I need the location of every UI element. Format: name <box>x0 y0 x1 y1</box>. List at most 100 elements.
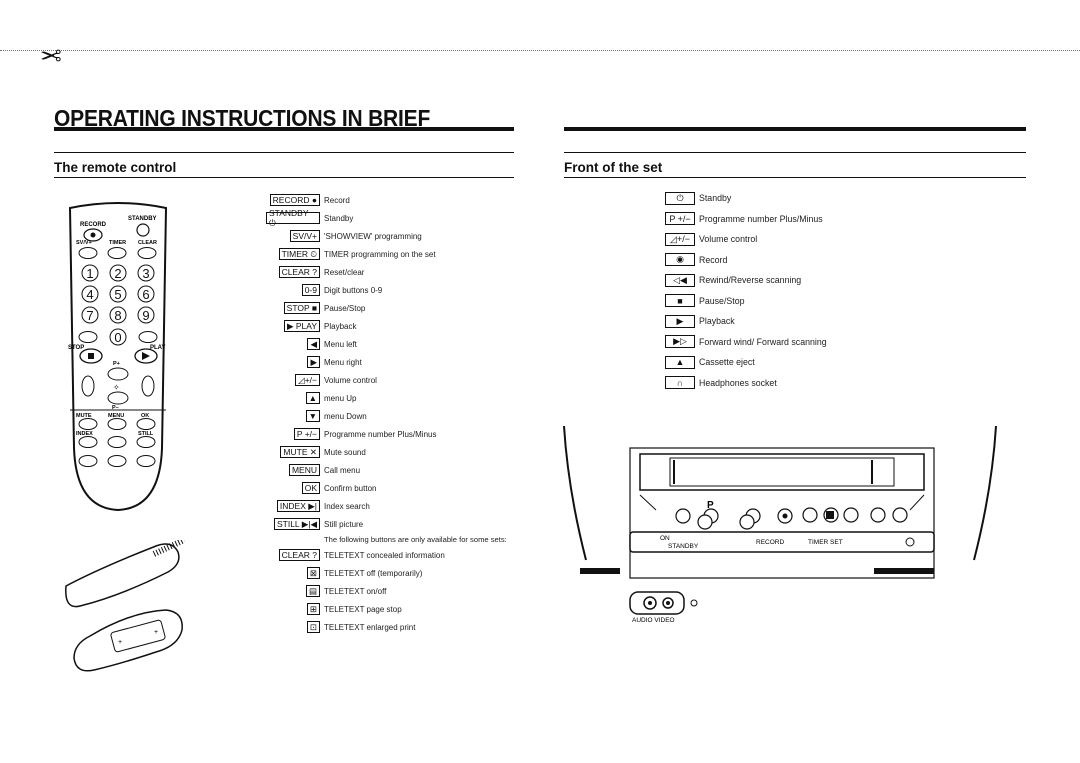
set-headphone-socket[interactable] <box>905 537 915 547</box>
front-key-label: ▶ <box>665 314 695 328</box>
remote-key-label: ▶ PLAY <box>283 320 320 332</box>
remote-key-row: ▶Menu right <box>266 353 516 371</box>
remote-key-cell: RECORD ● <box>266 194 320 206</box>
front-key-description: Standby <box>699 193 732 204</box>
remote-clear-button[interactable] <box>137 247 157 259</box>
remote-key-description: menu Down <box>324 411 367 421</box>
remote-teletext-button[interactable] <box>78 455 98 467</box>
front-key-label: ■ <box>665 294 695 308</box>
remote-ok-button[interactable] <box>136 418 156 430</box>
remote-key-description: TELETEXT concealed information <box>324 550 445 560</box>
section-rule-top-right <box>564 152 1026 153</box>
front-key-label: ◉ <box>665 253 695 267</box>
remote-key-description: Index search <box>324 501 370 511</box>
front-key-label: ▶▷ <box>665 335 695 349</box>
front-key-row: ▶▷Forward wind/ Forward scanning <box>650 332 910 353</box>
remote-down-button[interactable] <box>107 391 129 405</box>
remote-digit-8[interactable] <box>109 306 127 324</box>
remote-key-cell: ▼ <box>266 410 320 422</box>
front-key-cell: ∩ <box>650 376 695 390</box>
remote-key-cell: INDEX ▶| <box>266 500 320 512</box>
set-eject-button[interactable] <box>892 507 908 523</box>
remote-key-label: ◀ <box>307 338 320 350</box>
remote-key-row: CLEAR ?TELETEXT concealed information <box>266 546 516 564</box>
front-key-row: ◁◀Rewind/Reverse scanning <box>650 270 910 291</box>
remote-key-row: MUTE ✕Mute sound <box>266 443 516 461</box>
remote-key-row: ⊠TELETEXT off (temporarily) <box>266 564 516 582</box>
remote-teletext-off-button[interactable] <box>107 436 127 448</box>
section-rule-top-left <box>54 152 514 153</box>
set-rewind-button[interactable] <box>802 507 818 523</box>
set-status-panel <box>629 531 935 553</box>
remote-digit-9[interactable] <box>137 306 155 324</box>
front-key-row: ◉ Record <box>650 250 910 271</box>
remote-key-row: ⊡TELETEXT enlarged print <box>266 618 516 636</box>
remote-key-description: TELETEXT off (temporarily) <box>324 568 423 578</box>
front-key-label: ◁◀ <box>665 273 695 287</box>
remote-digit-7[interactable] <box>81 306 99 324</box>
remote-key-cell: TIMER ⏲ <box>266 248 320 260</box>
set-standby-button[interactable] <box>675 508 691 524</box>
remote-page-stop-button[interactable] <box>107 455 127 467</box>
remote-still-button[interactable] <box>136 436 156 448</box>
remote-key-label: ◿+/− <box>295 374 320 386</box>
remote-digit-4[interactable] <box>81 285 99 303</box>
remote-key-label: MENU <box>288 464 320 476</box>
remote-key-label: CLEAR ? <box>278 266 320 278</box>
front-key-label: ⏻ <box>665 191 695 205</box>
remote-menu-button[interactable] <box>107 418 127 430</box>
remote-left-button[interactable] <box>81 375 95 397</box>
remote-enlarge-button[interactable] <box>136 455 156 467</box>
set-record-label: RECORD <box>756 539 784 546</box>
remote-digit-0-label: 0 <box>114 330 121 345</box>
remote-digit-1[interactable] <box>81 264 99 282</box>
set-forward-button[interactable] <box>870 507 886 523</box>
remote-key-label: INDEX ▶| <box>276 500 320 512</box>
front-key-description: Headphones socket <box>699 377 777 388</box>
remote-center-icon: ✧ <box>113 383 120 392</box>
remote-up-button[interactable] <box>107 367 129 381</box>
remote-svv-button[interactable] <box>78 247 98 259</box>
remote-pminus-label: P– <box>112 405 119 411</box>
remote-digit-3[interactable] <box>137 264 155 282</box>
remote-digit-0[interactable] <box>109 328 127 346</box>
set-p-minus-button[interactable] <box>697 514 713 530</box>
remote-key-row: CLEAR ?Reset/clear <box>266 263 516 281</box>
remote-key-cell: SV/V+ <box>266 230 320 242</box>
remote-key-label: ▲ <box>305 392 320 404</box>
remote-svv-label: SV/V+ <box>76 240 92 246</box>
audio-video-sockets: AUDIO VIDEO <box>629 591 698 624</box>
remote-digit-3-label: 3 <box>142 266 149 281</box>
remote-mute-button[interactable] <box>78 418 98 430</box>
remote-digit-5[interactable] <box>109 285 127 303</box>
remote-timer-button[interactable] <box>107 247 127 259</box>
remote-key-cell: STOP ■ <box>266 302 320 314</box>
front-key-description: Playback <box>699 316 735 327</box>
remote-digit-9-label: 9 <box>142 308 149 323</box>
remote-control-illustration: STANDBY RECORD SV/V+ TIMER CLEAR 1 2 3 4… <box>68 202 168 512</box>
remote-index-button[interactable] <box>78 436 98 448</box>
remote-forward-button[interactable] <box>138 331 158 343</box>
front-key-row: ⏻ Standby <box>650 188 910 209</box>
remote-rewind-button[interactable] <box>78 331 98 343</box>
front-key-cell: ■ <box>650 294 695 308</box>
remote-key-row: P +/−Programme number Plus/Minus <box>266 425 516 443</box>
remote-key-label: MUTE ✕ <box>280 446 320 458</box>
remote-key-row: ▼ menu Down <box>266 407 516 425</box>
front-key-cell: ◿+/− <box>650 232 695 246</box>
remote-menu-label: MENU <box>108 413 124 419</box>
remote-digit-6[interactable] <box>137 285 155 303</box>
front-key-description: Record <box>699 254 728 265</box>
remote-digit-2[interactable] <box>109 264 127 282</box>
remote-key-cell: ◿+/− <box>266 374 320 386</box>
remote-key-row: ◀Menu left <box>266 335 516 353</box>
remote-still-label: STILL <box>138 431 154 437</box>
set-vol-minus-button[interactable] <box>739 514 755 530</box>
remote-key-row: STOP ■Pause/Stop <box>266 299 516 317</box>
front-key-row: ■Pause/Stop <box>650 291 910 312</box>
remote-key-description: TIMER programming on the set <box>324 249 436 259</box>
front-key-cell: ▶ <box>650 314 695 328</box>
remote-standby-button[interactable] <box>136 223 150 237</box>
set-play-button[interactable] <box>843 507 859 523</box>
remote-right-button[interactable] <box>141 375 155 397</box>
